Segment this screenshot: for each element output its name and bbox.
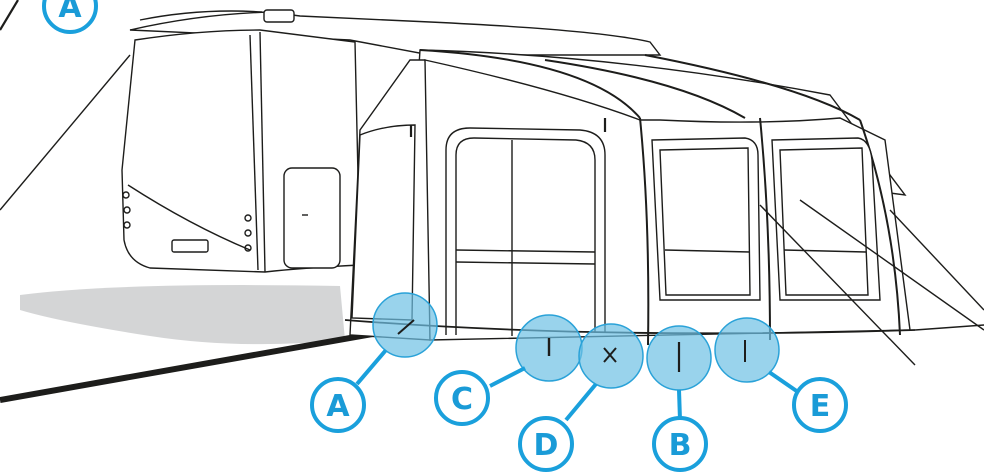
label-top-a: A: [58, 0, 82, 25]
label-c: C: [451, 382, 473, 417]
guy-line: [0, 0, 18, 30]
ground-shadow: [20, 285, 345, 344]
label-d: D: [534, 428, 559, 463]
highlight-a: [373, 293, 437, 357]
guy-line: [0, 55, 130, 210]
label-a: A: [326, 389, 350, 424]
label-e: E: [810, 389, 831, 424]
label-b: B: [669, 428, 692, 463]
awning: [345, 50, 984, 365]
